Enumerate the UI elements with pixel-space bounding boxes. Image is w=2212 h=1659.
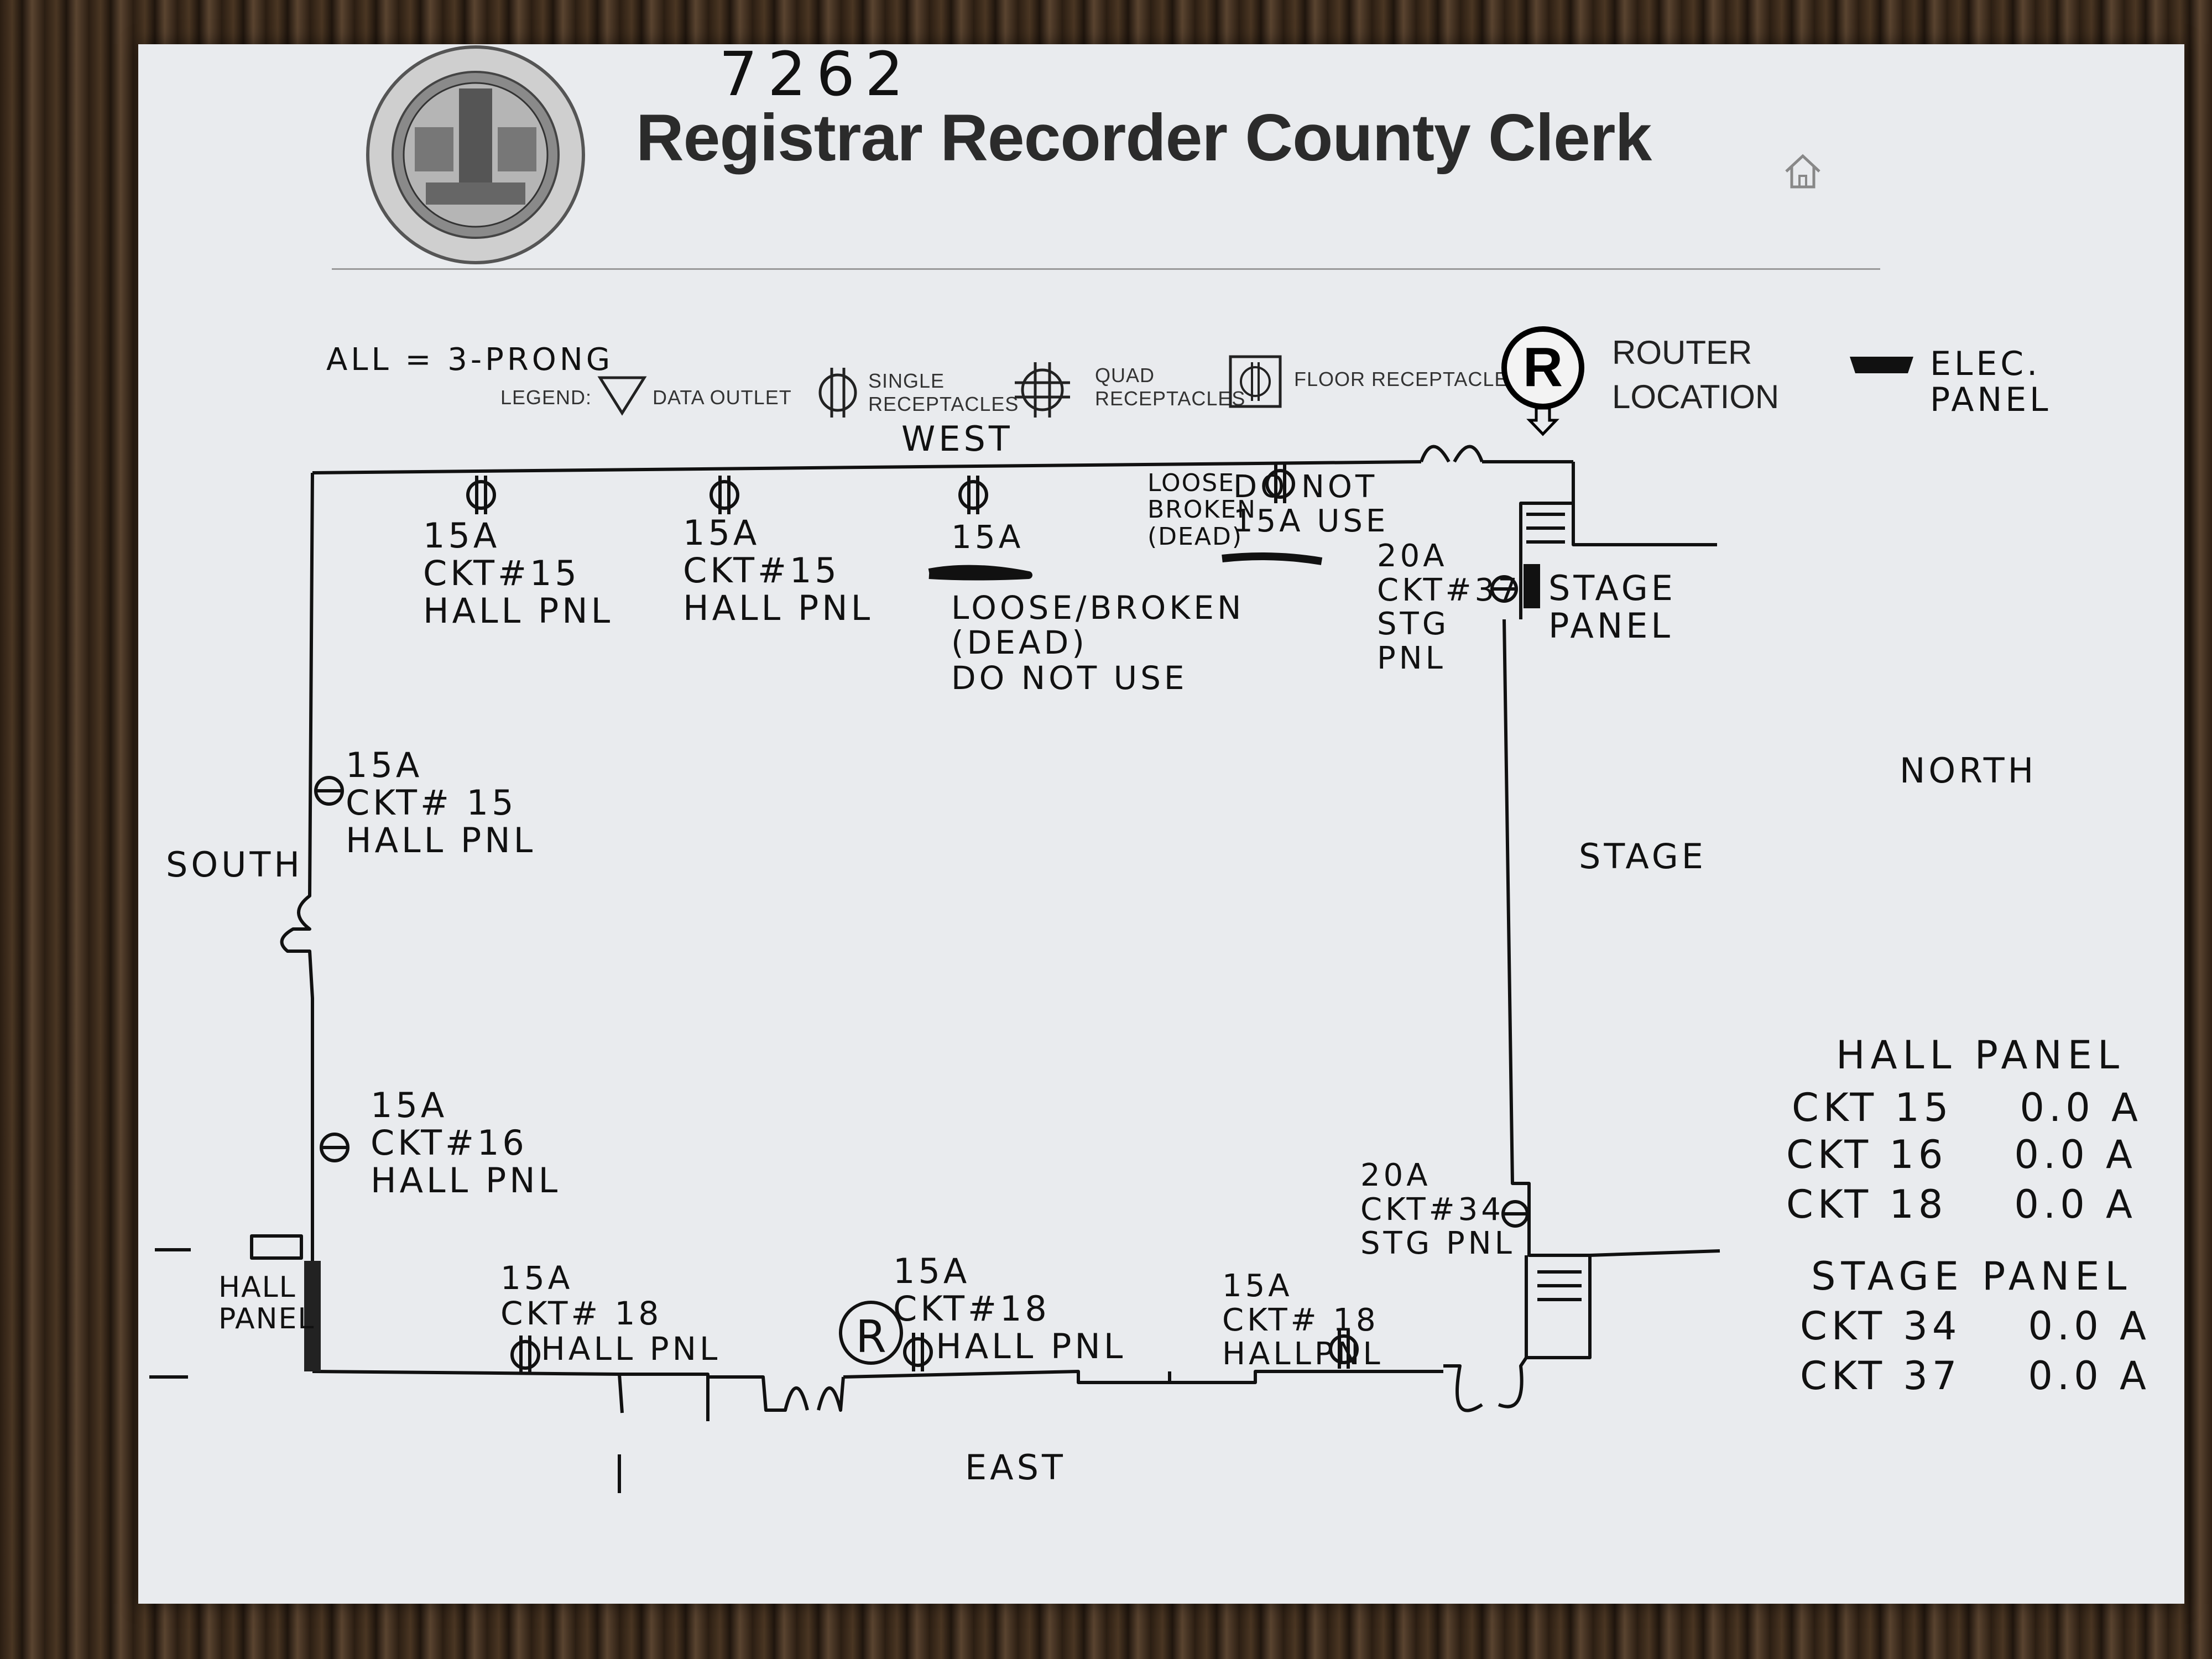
outlet-note-e2: 15A CKT#18 HALL PNL bbox=[893, 1251, 1126, 1367]
single-receptacle-w4 bbox=[1265, 465, 1295, 503]
stage-label: STAGE bbox=[1579, 836, 1707, 877]
south-wall bbox=[280, 472, 314, 1371]
legend-quad-line2: RECEPTACLES bbox=[1095, 387, 1246, 410]
floor-receptacle-icon bbox=[1229, 355, 1282, 408]
router-symbol: R bbox=[1523, 336, 1563, 398]
single-receptacle-e3 bbox=[1329, 1330, 1359, 1369]
east-wall bbox=[312, 1370, 709, 1421]
legend-label: LEGEND: bbox=[500, 386, 592, 409]
router-mark-label: R bbox=[855, 1311, 886, 1363]
single-receptacle-w3 bbox=[958, 476, 988, 514]
outlet-note-s1: 15A CKT# 15 HALL PNL bbox=[346, 745, 536, 861]
quad-receptacle-icon bbox=[1015, 362, 1070, 418]
data-outlet-icon bbox=[597, 376, 647, 416]
outlet-note-stage2: 20A CKT#34 STG PNL bbox=[1360, 1157, 1515, 1262]
legend-floor: FLOOR RECEPTACLES bbox=[1294, 368, 1522, 390]
header-divider bbox=[332, 268, 1880, 270]
outlet-note-w1: 15A CKT#15 HALL PNL bbox=[423, 515, 614, 632]
outlet-note-e1: 15A CKT# 18 HALL PNL bbox=[500, 1259, 721, 1368]
single-receptacle-w2 bbox=[709, 476, 739, 514]
direction-east: EAST bbox=[965, 1447, 1066, 1488]
hall-panel-row: CKT 15 0.0 A bbox=[1792, 1085, 2142, 1130]
legend-elec-line2: PANEL bbox=[1930, 380, 2052, 419]
legend-single-line1: SINGLE bbox=[868, 369, 945, 392]
stage-wall bbox=[1503, 619, 1592, 1359]
outlet-note-e3: 15A CKT# 18 HALLPNL bbox=[1222, 1268, 1384, 1373]
outlet-note-w4: LOOSE BROKEN (DEAD) bbox=[1147, 469, 1256, 551]
legend-data-outlet: DATA OUTLET bbox=[653, 386, 792, 409]
paper-sheet bbox=[138, 44, 2184, 1604]
stage-panel-table-title: STAGE PANEL bbox=[1811, 1254, 2132, 1299]
single-receptacle-e1 bbox=[510, 1335, 540, 1374]
outlet-note-w3: 15A LOOSE/BROKEN (DEAD) DO NOT USE bbox=[951, 518, 1245, 697]
organization-title: Registrar Recorder County Clerk bbox=[636, 101, 1652, 175]
stage-panel-row: CKT 34 0.0 A bbox=[1800, 1303, 2151, 1349]
receptacle-s1 bbox=[314, 776, 344, 806]
router-mark-icon bbox=[839, 1301, 903, 1365]
legend-quad-line1: QUAD bbox=[1095, 364, 1155, 387]
receptacle-stage1 bbox=[1490, 575, 1518, 603]
hall-panel-row: CKT 18 0.0 A bbox=[1786, 1182, 2137, 1227]
electrical-panel-icon bbox=[1850, 357, 1913, 373]
home-icon bbox=[1785, 154, 1820, 189]
single-receptacle-w1 bbox=[466, 476, 496, 514]
document-number: 7262 bbox=[719, 39, 914, 109]
hall-panel-row: CKT 16 0.0 A bbox=[1786, 1132, 2137, 1177]
hall-panel-label: HALL PANEL bbox=[218, 1271, 315, 1336]
direction-south: SOUTH bbox=[166, 844, 304, 885]
legend-single-line2: RECEPTACLES bbox=[868, 393, 1019, 415]
west-wall bbox=[312, 460, 1422, 474]
single-receptacle-icon bbox=[818, 368, 857, 418]
stage-panel-row: CKT 37 0.0 A bbox=[1800, 1353, 2151, 1399]
outlet-note-s2: 15A CKT#16 HALL PNL bbox=[371, 1085, 561, 1201]
county-seal-icon bbox=[366, 45, 585, 264]
outlet-note-stage1: 20A CKT#37 STG PNL bbox=[1377, 538, 1521, 676]
outlet-note-w4b: DO NOT 15A USE bbox=[1233, 469, 1389, 539]
single-receptacle-e2 bbox=[903, 1333, 933, 1371]
legend-elec-line1: ELEC. bbox=[1930, 345, 2041, 383]
direction-west: WEST bbox=[901, 419, 1013, 459]
receptacle-s2 bbox=[320, 1133, 349, 1162]
direction-north: NORTH bbox=[1900, 750, 2037, 791]
legend-router-line1: ROUTER bbox=[1612, 334, 1752, 371]
router-location-icon: R bbox=[1501, 326, 1584, 436]
hall-panel-table-title: HALL PANEL bbox=[1836, 1032, 2125, 1078]
legend-router-line2: LOCATION bbox=[1612, 378, 1780, 415]
outlet-note-w2: 15A CKT#15 HALL PNL bbox=[683, 513, 874, 629]
legend-note: ALL = 3-PRONG bbox=[326, 342, 614, 378]
receptacle-stage2 bbox=[1501, 1200, 1529, 1228]
stage-panel-label: STAGE PANEL bbox=[1548, 568, 1676, 646]
